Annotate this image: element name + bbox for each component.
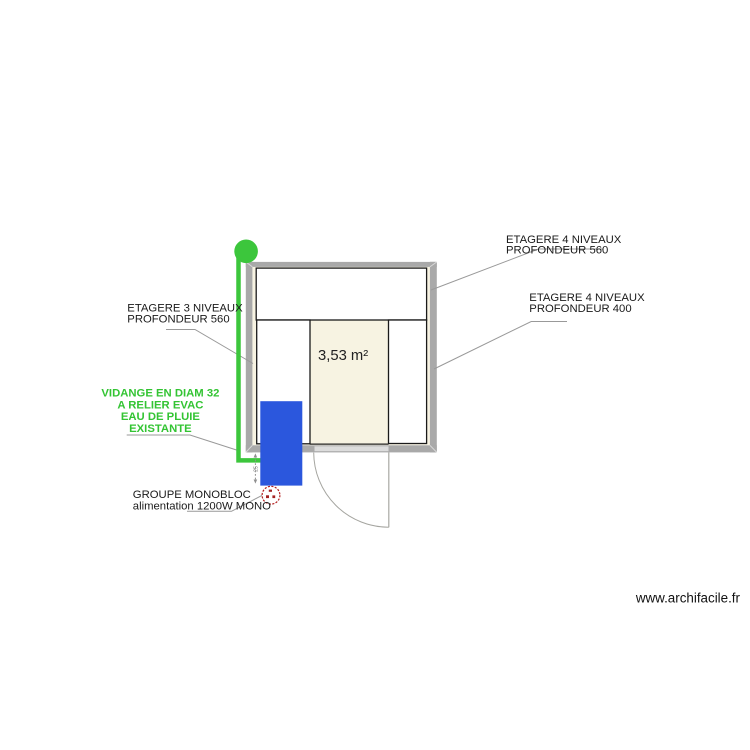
svg-text:www.archifacile.fr: www.archifacile.fr	[635, 591, 741, 606]
svg-text:PROFONDEUR 400: PROFONDEUR 400	[529, 303, 631, 315]
svg-text:PROFONDEUR 560: PROFONDEUR 560	[506, 245, 608, 257]
svg-text:GROUPE MONOBLOC: GROUPE MONOBLOC	[133, 489, 251, 501]
svg-text:ETAGERE 4 NIVEAUX: ETAGERE 4 NIVEAUX	[506, 234, 622, 246]
svg-text:3,53 m²: 3,53 m²	[318, 348, 368, 364]
svg-text:25: 25	[253, 466, 259, 472]
svg-text:VIDANGE EN DIAM 32: VIDANGE EN DIAM 32	[101, 388, 219, 400]
svg-text:A RELIER EVAC: A RELIER EVAC	[117, 399, 203, 411]
svg-text:ETAGERE 3 NIVEAUX: ETAGERE 3 NIVEAUX	[127, 303, 243, 315]
svg-text:PROFONDEUR 560: PROFONDEUR 560	[127, 314, 229, 326]
svg-text:EXISTANTE: EXISTANTE	[129, 423, 192, 435]
svg-text:EAU DE PLUIE: EAU DE PLUIE	[121, 411, 201, 423]
svg-text:alimentation 1200W MONO: alimentation 1200W MONO	[133, 500, 271, 512]
svg-text:ETAGERE 4 NIVEAUX: ETAGERE 4 NIVEAUX	[529, 292, 645, 304]
